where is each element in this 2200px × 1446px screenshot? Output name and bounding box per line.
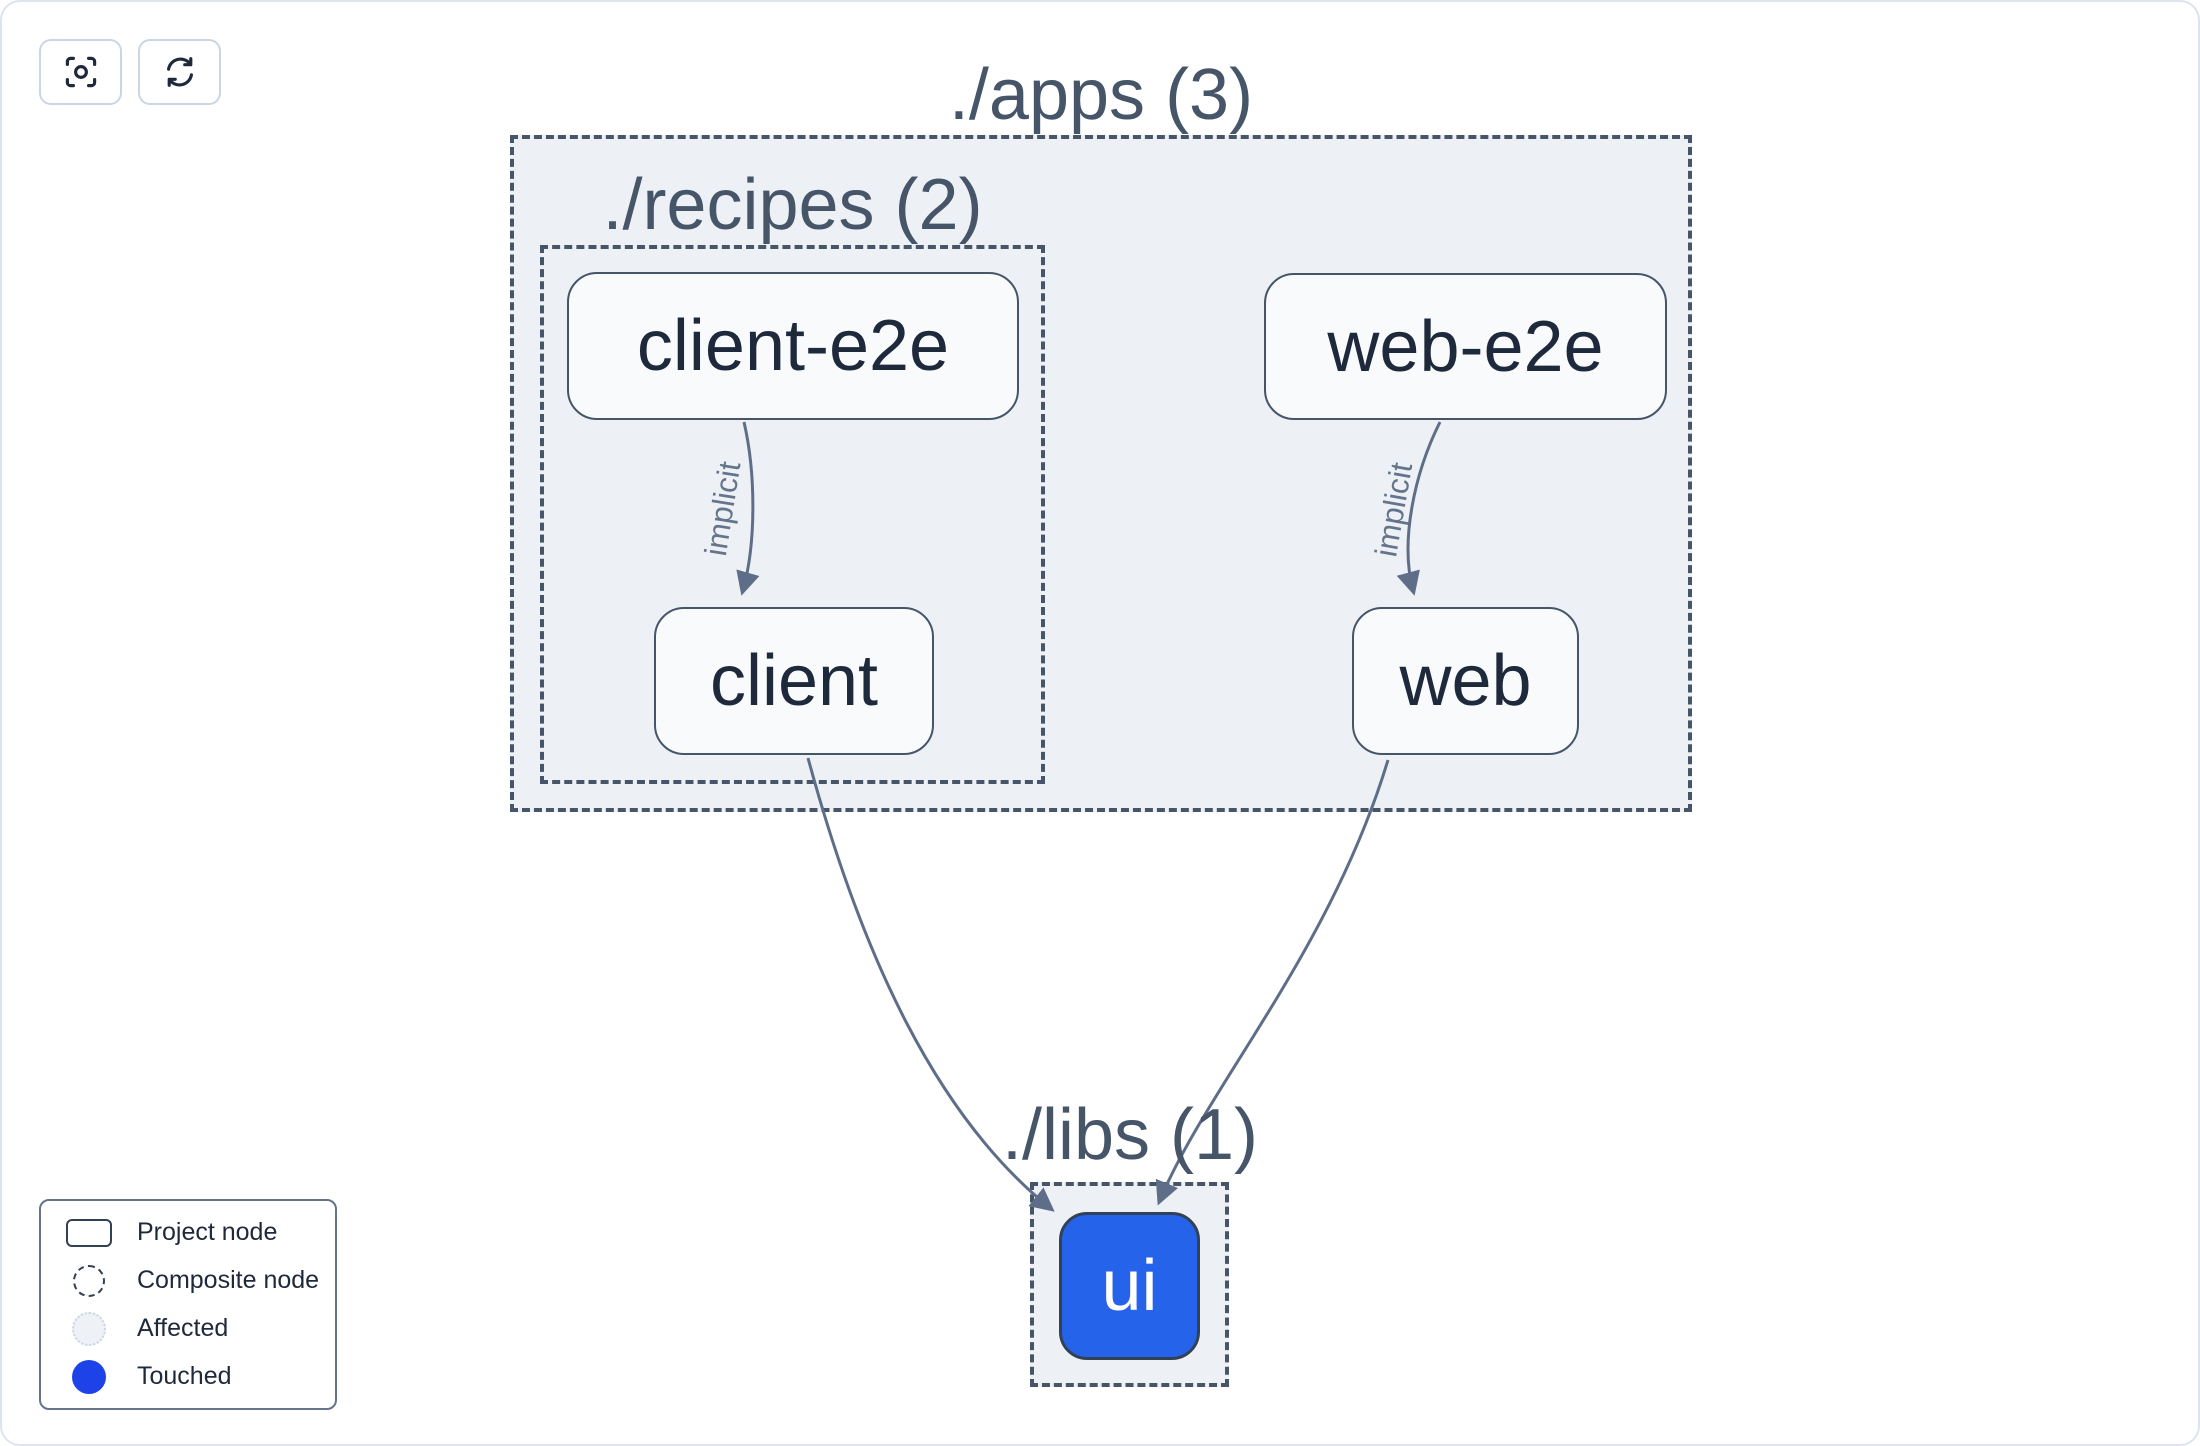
edge-client-e2e-to-client[interactable] bbox=[736, 421, 760, 596]
composite-node-icon bbox=[73, 1264, 105, 1297]
node-client[interactable]: client bbox=[654, 607, 934, 755]
edge-web-e2e-to-web[interactable] bbox=[1396, 421, 1442, 596]
node-web-e2e[interactable]: web-e2e bbox=[1264, 273, 1667, 420]
node-client-e2e[interactable]: client-e2e bbox=[567, 272, 1019, 420]
node-label: web-e2e bbox=[1327, 306, 1604, 387]
edge-label-implicit-client: implicit bbox=[698, 459, 747, 558]
edge-client-to-ui[interactable] bbox=[806, 757, 1055, 1212]
legend-row-project-node: Project node bbox=[41, 1209, 335, 1257]
legend-row-composite-node: Composite node bbox=[41, 1257, 335, 1305]
legend-label: Affected bbox=[137, 1314, 229, 1342]
refresh-button[interactable] bbox=[138, 39, 221, 105]
node-web[interactable]: web bbox=[1352, 607, 1579, 755]
legend-label: Touched bbox=[137, 1362, 232, 1390]
focus-icon bbox=[62, 53, 100, 91]
project-node-icon bbox=[66, 1218, 112, 1247]
node-label: client-e2e bbox=[636, 306, 950, 386]
legend-label: Composite node bbox=[137, 1266, 320, 1294]
legend: Project node Composite node Affected Tou… bbox=[39, 1199, 337, 1410]
focus-button[interactable] bbox=[39, 39, 122, 105]
legend-row-affected: Affected bbox=[41, 1305, 335, 1353]
node-label: client bbox=[709, 641, 879, 721]
edge-web-to-ui[interactable] bbox=[1155, 759, 1390, 1206]
node-label: ui bbox=[1101, 1246, 1158, 1326]
node-label: web bbox=[1399, 641, 1532, 721]
legend-row-touched: Touched bbox=[41, 1353, 335, 1401]
touched-icon bbox=[72, 1359, 106, 1394]
refresh-icon bbox=[161, 53, 199, 91]
affected-icon bbox=[72, 1311, 106, 1346]
node-ui[interactable]: ui bbox=[1059, 1212, 1200, 1360]
legend-label: Project node bbox=[137, 1218, 278, 1246]
